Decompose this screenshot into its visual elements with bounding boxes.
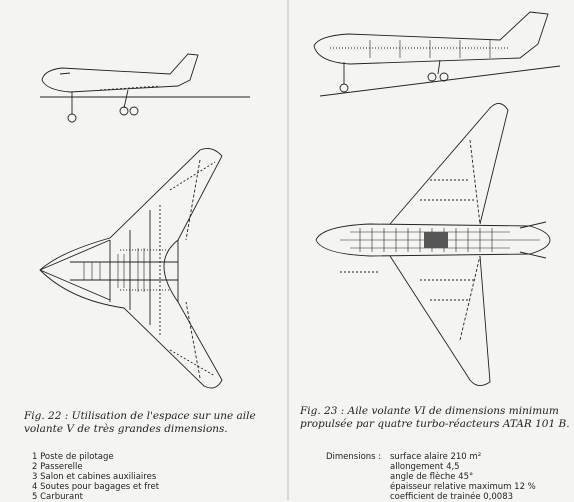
dimension-item: épaisseur relative maximum 12 %	[390, 482, 536, 492]
dimension-item: angle de flèche 45°	[390, 472, 474, 482]
legend-item: 1 Poste de pilotage	[32, 452, 114, 462]
dimensions-label: Dimensions :	[326, 452, 382, 462]
legend-item: 5 Carburant	[32, 492, 83, 502]
fig22-legend: 1 Poste de pilotage 2 Passerelle 3 Salon…	[32, 452, 262, 502]
fig23-side-view	[313, 11, 561, 97]
dimension-item: coefficient de trainée 0,0083	[390, 492, 514, 502]
fig23-caption: Fig. 23 : Aile volante VI de dimensions …	[300, 405, 570, 430]
legend-item: 2 Passerelle	[32, 462, 83, 472]
dimensions-list: surface alaire 210 m² allongement 4,5 an…	[390, 452, 536, 502]
page-gutter	[287, 0, 289, 500]
legend-item: 4 Soutes pour bagages et fret	[32, 482, 160, 492]
legend-item: 3 Salon et cabines auxiliaires	[32, 472, 157, 482]
fig23-plan-view	[315, 103, 551, 386]
fig22-side-view	[40, 53, 250, 123]
fig22-caption: Fig. 22 : Utilisation de l'espace sur un…	[24, 410, 256, 435]
dimension-item: allongement 4,5	[390, 462, 460, 472]
fig22-plan-view	[39, 148, 223, 389]
dimension-item: surface alaire 210 m²	[390, 452, 482, 462]
